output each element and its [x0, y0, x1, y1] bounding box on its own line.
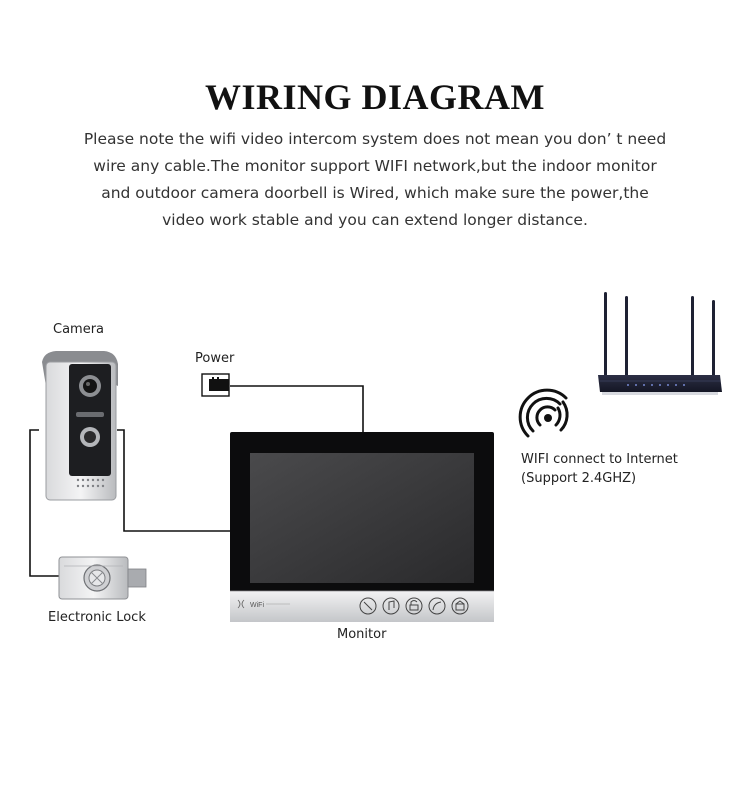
power-plug-icon [201, 373, 230, 397]
monitor-label: Monitor [337, 627, 387, 642]
description-line-3: and outdoor camera doorbell is Wired, wh… [101, 184, 649, 202]
wifi-label-line-2: (Support 2.4GHZ) [521, 471, 637, 486]
talk-button-icon [428, 597, 446, 615]
electronic-lock [58, 556, 147, 600]
monitor-wifi-icon [237, 599, 245, 609]
power-label: Power [195, 351, 235, 366]
indoor-monitor: WiFi [230, 432, 494, 622]
camera-label: Camera [53, 322, 105, 337]
description-line-4: video work stable and you can extend lon… [162, 211, 588, 229]
description: Please note the wifi video intercom syst… [55, 126, 695, 234]
wifi-router [598, 292, 722, 395]
unlock-button-icon [405, 597, 423, 615]
music-button-icon [382, 597, 400, 615]
wifi-signal-icon [518, 388, 569, 438]
monitor-wifi-label: WiFi [250, 602, 264, 609]
wire-power-monitor [230, 385, 364, 432]
wifi-label-line-1: WIFI connect to Internet [521, 452, 678, 467]
electronic-lock-label: Electronic Lock [48, 610, 146, 625]
wires [29, 385, 364, 577]
monitor-buttons [359, 597, 469, 615]
description-line-1: Please note the wifi video intercom syst… [83, 130, 667, 148]
mute-button-icon [359, 597, 377, 615]
monitor-button-icon [451, 597, 469, 615]
wire-camera-monitor [117, 429, 231, 532]
description-line-2: wire any cable.The monitor support WIFI … [93, 157, 657, 175]
wire-camera-lock [29, 429, 60, 577]
diagram-title: WIRING DIAGRAM [205, 77, 545, 117]
camera-doorbell [42, 351, 118, 501]
